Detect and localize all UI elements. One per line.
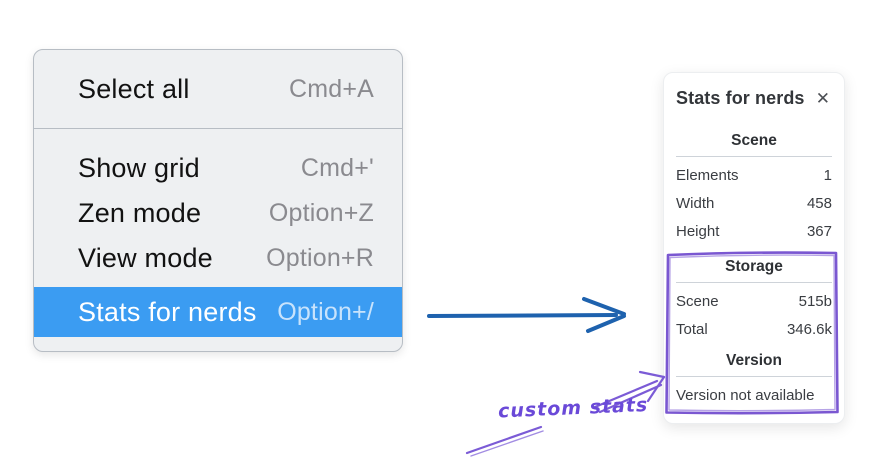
stat-row-scene: Scene 515b — [676, 287, 832, 315]
stat-row-height: Height 367 — [676, 217, 832, 245]
menu-group-top: Select all Cmd+A — [34, 50, 402, 128]
stat-label: Width — [676, 194, 715, 212]
custom-stats-arrow — [465, 370, 666, 457]
stat-value: 458 — [806, 194, 832, 212]
section-header: Scene — [731, 132, 777, 149]
stat-row-width: Width 458 — [676, 189, 832, 217]
stat-label: Elements — [676, 166, 739, 184]
section-scene: Scene Elements 1 Width 458 Height 367 — [676, 131, 832, 245]
menu-item-zen-mode[interactable]: Zen mode Option+Z — [34, 191, 402, 236]
menu-item-shortcut: Option+R — [266, 244, 374, 272]
menu-item-show-grid[interactable]: Show grid Cmd+' — [34, 146, 402, 191]
menu-item-select-all[interactable]: Select all Cmd+A — [34, 67, 402, 112]
stats-panel-title: Stats for nerds — [676, 87, 805, 108]
stats-panel-header: Stats for nerds ✕ — [676, 87, 832, 109]
menu-item-shortcut: Option+Z — [268, 199, 374, 227]
section-storage: Storage Scene 515b Total 346.6k — [676, 257, 832, 343]
section-header: Storage — [725, 258, 783, 275]
section-header: Version — [726, 352, 782, 369]
menu-item-shortcut: Option+/ — [277, 297, 374, 326]
menu-divider — [34, 128, 402, 129]
custom-stats-annotation: custom stats — [497, 393, 649, 423]
stats-panel: Stats for nerds ✕ Scene Elements 1 Width… — [663, 72, 845, 424]
stat-label: Scene — [676, 292, 719, 310]
stat-value: 346.6k — [786, 320, 832, 338]
stat-row-total: Total 346.6k — [676, 315, 832, 343]
menu-item-label: Stats for nerds — [78, 296, 257, 327]
stat-label: Height — [676, 222, 720, 240]
version-note: Version not available — [676, 386, 815, 404]
section-divider — [676, 282, 832, 283]
stat-value: 515b — [798, 292, 832, 310]
flow-arrow — [427, 297, 626, 333]
section-divider — [676, 156, 832, 157]
menu-item-shortcut: Cmd+A — [288, 74, 374, 103]
context-menu: Select all Cmd+A Show grid Cmd+' Zen mod… — [33, 49, 403, 352]
close-icon[interactable]: ✕ — [815, 88, 830, 108]
stat-label: Total — [676, 320, 708, 338]
menu-item-stats-for-nerds[interactable]: Stats for nerds Option+/ — [34, 287, 402, 337]
menu-item-label: View mode — [78, 243, 213, 273]
menu-item-label: Zen mode — [78, 198, 202, 228]
stat-row-elements: Elements 1 — [676, 161, 832, 189]
section-version: Version Version not available — [676, 351, 832, 409]
stat-value: 367 — [806, 222, 832, 240]
menu-item-label: Select all — [78, 73, 190, 104]
menu-item-label: Show grid — [78, 153, 200, 183]
menu-group-bottom: Show grid Cmd+' Zen mode Option+Z View m… — [34, 129, 402, 337]
menu-item-shortcut: Cmd+' — [300, 154, 374, 182]
stat-value: 1 — [823, 166, 832, 184]
section-divider — [676, 376, 832, 377]
menu-item-view-mode[interactable]: View mode Option+R — [34, 236, 402, 281]
